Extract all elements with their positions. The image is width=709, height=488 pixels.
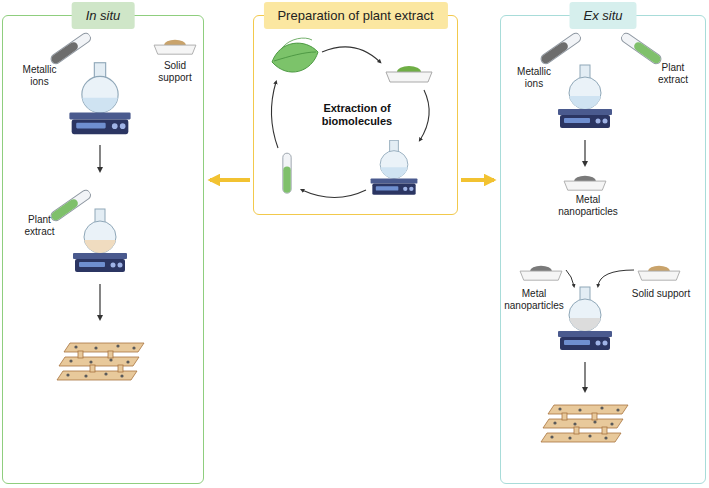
composite-product xyxy=(541,405,628,442)
stirrer-flask xyxy=(558,287,612,350)
flow-arrow xyxy=(461,178,494,182)
item-label: Metal nanoparticles xyxy=(502,288,566,311)
support-dish xyxy=(638,266,680,281)
step-arrow xyxy=(584,362,585,390)
panel-caption: Extraction of biomolecules xyxy=(301,102,413,128)
item-label: Metallic ions xyxy=(508,66,560,89)
extract-tube xyxy=(283,153,291,193)
flow-arrow xyxy=(210,178,250,182)
metal-ion-tube xyxy=(49,31,92,65)
nanoparticle-dish xyxy=(564,176,606,191)
mint-leaf xyxy=(272,38,318,72)
item-label: Plant extract xyxy=(12,214,67,237)
step-arrow xyxy=(584,140,585,164)
item-label: Plant extract xyxy=(646,62,700,85)
panel-heading: In situ xyxy=(72,2,135,29)
panel-heading: Ex situ xyxy=(569,2,636,29)
stirrer-flask xyxy=(69,63,130,134)
stirrer-flask xyxy=(371,140,418,195)
panel-heading: Preparation of plant extract xyxy=(263,2,447,29)
add-arrow xyxy=(598,270,634,286)
item-label: Solid support xyxy=(148,60,202,83)
panel: Preparation of plant extractExtraction o… xyxy=(253,15,458,215)
item-label: Metal nanoparticles xyxy=(548,194,628,217)
extract-tube xyxy=(620,31,663,65)
nanoparticle-dish xyxy=(520,266,562,281)
item-label: Solid support xyxy=(630,288,692,300)
add-arrow xyxy=(566,270,574,286)
step-arrow xyxy=(99,284,100,318)
extract-tube xyxy=(49,188,92,222)
composite-product xyxy=(57,343,144,380)
support-dish xyxy=(154,40,196,55)
stirrer-flask xyxy=(558,65,612,128)
step-arrow xyxy=(99,145,100,170)
ground-leaves-dish xyxy=(386,66,432,82)
cycle-arrows xyxy=(271,47,429,198)
item-label: Metallic ions xyxy=(12,64,67,87)
stirrer-flask xyxy=(73,209,127,272)
metal-ion-tube xyxy=(539,31,582,65)
